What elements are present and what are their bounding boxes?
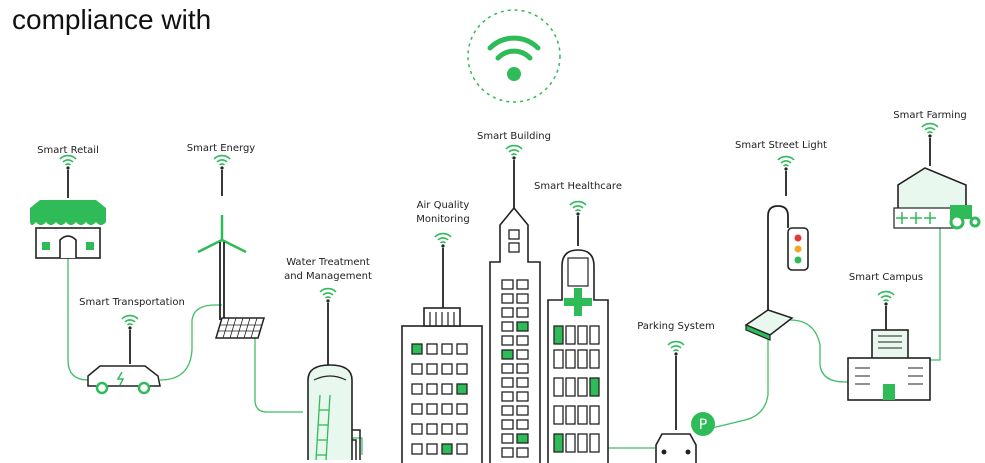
connection-lines: [67, 210, 941, 455]
air-quality-building-icon: [401, 232, 483, 463]
parking-system-label: Parking System: [637, 321, 715, 332]
smart-healthcare-label: Smart Healthcare: [534, 181, 622, 192]
water-treatment-icon: [307, 287, 361, 461]
smart-campus-label: Smart Campus: [849, 272, 923, 283]
air-quality-label-line2: Monitoring: [416, 214, 469, 225]
parking-badge-label: P: [699, 417, 707, 433]
central-wifi-hub-icon: [467, 9, 561, 103]
air-quality-label-line1: Air Quality: [417, 200, 470, 211]
smart-building-label: Smart Building: [477, 131, 551, 142]
smart-energy-icon: [197, 154, 266, 339]
smart-retail-label: Smart Retail: [37, 145, 99, 156]
page-heading: compliance with: [12, 4, 212, 35]
parking-system-icon: [655, 340, 715, 463]
smart-street-light-label: Smart Street Light: [735, 140, 827, 151]
smart-campus-icon: [847, 290, 931, 401]
smart-building-tower-icon: [489, 144, 541, 463]
smart-healthcare-icon: [547, 200, 609, 463]
smart-transportation-label: Smart Transportation: [79, 297, 185, 308]
smart-retail-icon: [30, 154, 106, 259]
smart-farming-label: Smart Farming: [893, 110, 967, 121]
water-treatment-label-line1: Water Treatment: [286, 257, 370, 268]
smart-farming-icon: [893, 122, 981, 230]
smart-transportation-icon: [87, 314, 161, 395]
smart-energy-label: Smart Energy: [187, 143, 256, 154]
smart-street-light-icon: [744, 155, 809, 341]
water-treatment-label-line2: and Management: [284, 271, 372, 282]
